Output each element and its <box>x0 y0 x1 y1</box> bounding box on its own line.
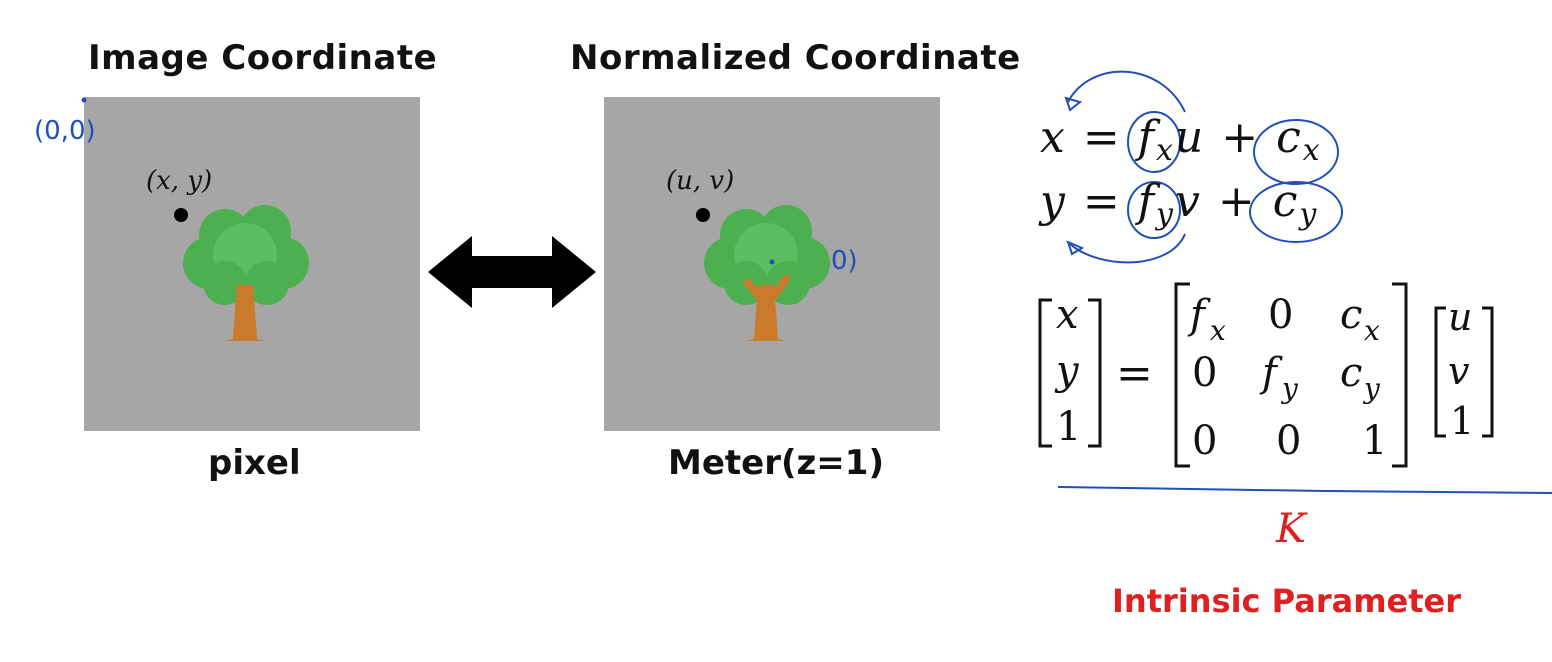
image-point-label: (x, y) <box>146 166 213 196</box>
lhs-vector-entry: x <box>1056 292 1079 338</box>
double-arrow-icon <box>428 236 596 308</box>
lhs-vector-entry: 1 <box>1056 404 1081 450</box>
k-entry: c <box>1340 350 1362 396</box>
image-coordinate-title: Image Coordinate <box>88 38 438 78</box>
normalized-point-dot <box>696 208 710 222</box>
tree-icon <box>704 205 830 341</box>
rhs-vector-entry: 1 <box>1450 399 1474 443</box>
image-origin-annotation: (0,0) <box>34 116 96 146</box>
image-point-dot <box>174 208 188 222</box>
lhs-vector-entry: y <box>1054 348 1080 394</box>
equation-y: y = fyv + cy <box>1040 176 1319 232</box>
k-entry-sub: y <box>1280 372 1299 405</box>
matrix-equation: x y 1 = f x 0 c x 0 f y c y 0 0 1 u v 1 <box>1038 282 1494 468</box>
image-origin-dot <box>81 97 87 103</box>
normalized-point-label: (u, v) <box>666 166 735 196</box>
normalized-origin-dot <box>769 259 775 265</box>
tree-icon <box>183 205 309 341</box>
k-entry: f <box>1187 292 1211 338</box>
k-entry: 0 <box>1192 350 1217 396</box>
k-entry: 1 <box>1362 418 1387 464</box>
matrix-equals: = <box>1116 348 1153 399</box>
k-entry: f <box>1259 350 1283 396</box>
intrinsic-parameter-caption: Intrinsic Parameter <box>1112 582 1462 620</box>
k-entry: 0 <box>1268 292 1293 338</box>
pixel-caption: pixel <box>208 443 301 483</box>
matrix-k-label: K <box>1276 506 1306 552</box>
annotation-marks <box>1057 70 1552 494</box>
k-entry: 0 <box>1276 418 1301 464</box>
k-entry: 0 <box>1192 418 1217 464</box>
rhs-vector-entry: v <box>1448 349 1470 393</box>
k-entry-sub: x <box>1210 314 1226 347</box>
k-entry-sub: y <box>1362 372 1381 405</box>
rhs-vector-entry: u <box>1448 295 1472 339</box>
normalized-coordinate-title: Normalized Coordinate <box>570 38 1021 78</box>
meter-caption: Meter(z=1) <box>668 443 884 483</box>
k-entry: c <box>1340 292 1362 338</box>
equation-x: x = fxu + cx <box>1040 112 1322 168</box>
k-entry-sub: x <box>1364 314 1380 347</box>
